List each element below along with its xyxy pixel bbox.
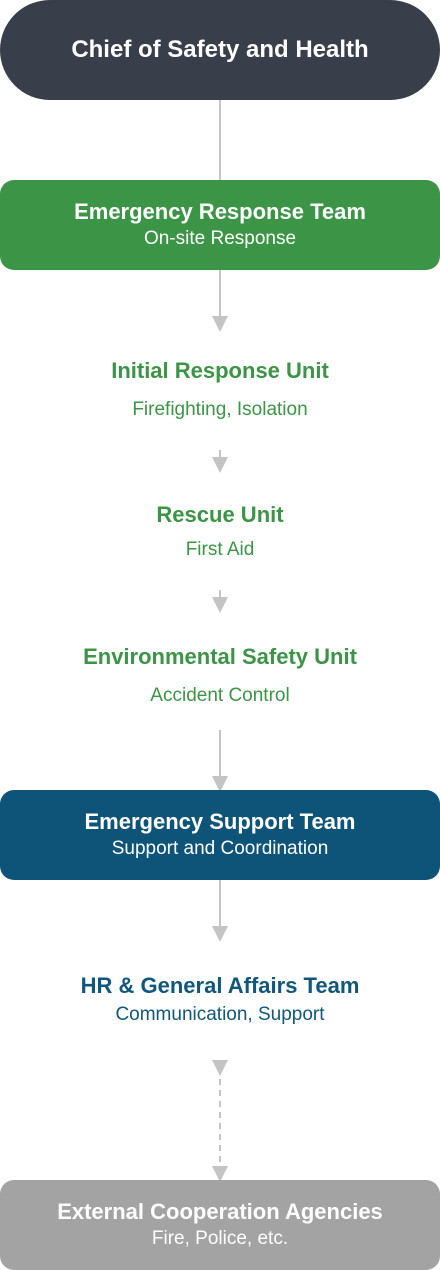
emergency-support-team-node: Emergency Support Team Support and Coord… — [0, 790, 440, 880]
external-cooperation-agencies-subtitle: Fire, Police, etc. — [151, 1228, 289, 1249]
environmental-safety-unit-node: Environmental Safety Unit Accident Contr… — [0, 640, 440, 712]
chief-title: Chief of Safety and Health — [71, 36, 369, 63]
hr-general-affairs-team-node: HR & General Affairs Team Communication,… — [0, 968, 440, 1032]
emergency-support-team-title: Emergency Support Team — [84, 809, 356, 834]
rescue-unit-title: Rescue Unit — [156, 502, 284, 527]
emergency-response-team-node: Emergency Response Team On-site Response — [0, 180, 440, 270]
emergency-response-team-title: Emergency Response Team — [74, 199, 366, 224]
environmental-safety-unit-subtitle: Accident Control — [150, 685, 290, 706]
initial-response-unit-subtitle: Firefighting, Isolation — [132, 399, 308, 420]
emergency-support-team-subtitle: Support and Coordination — [111, 838, 329, 859]
hr-general-affairs-team-title: HR & General Affairs Team — [80, 973, 360, 998]
emergency-response-team-subtitle: On-site Response — [143, 228, 297, 249]
rescue-unit-subtitle: First Aid — [185, 539, 255, 560]
chief-node: Chief of Safety and Health — [0, 0, 440, 100]
external-cooperation-agencies-node: External Cooperation Agencies Fire, Poli… — [0, 1180, 440, 1270]
initial-response-unit-node: Initial Response Unit Firefighting, Isol… — [0, 350, 440, 430]
initial-response-unit-title: Initial Response Unit — [111, 358, 329, 383]
hr-general-affairs-team-subtitle: Communication, Support — [115, 1004, 325, 1025]
external-cooperation-agencies-title: External Cooperation Agencies — [57, 1199, 383, 1224]
rescue-unit-node: Rescue Unit First Aid — [0, 496, 440, 568]
environmental-safety-unit-title: Environmental Safety Unit — [83, 644, 357, 669]
